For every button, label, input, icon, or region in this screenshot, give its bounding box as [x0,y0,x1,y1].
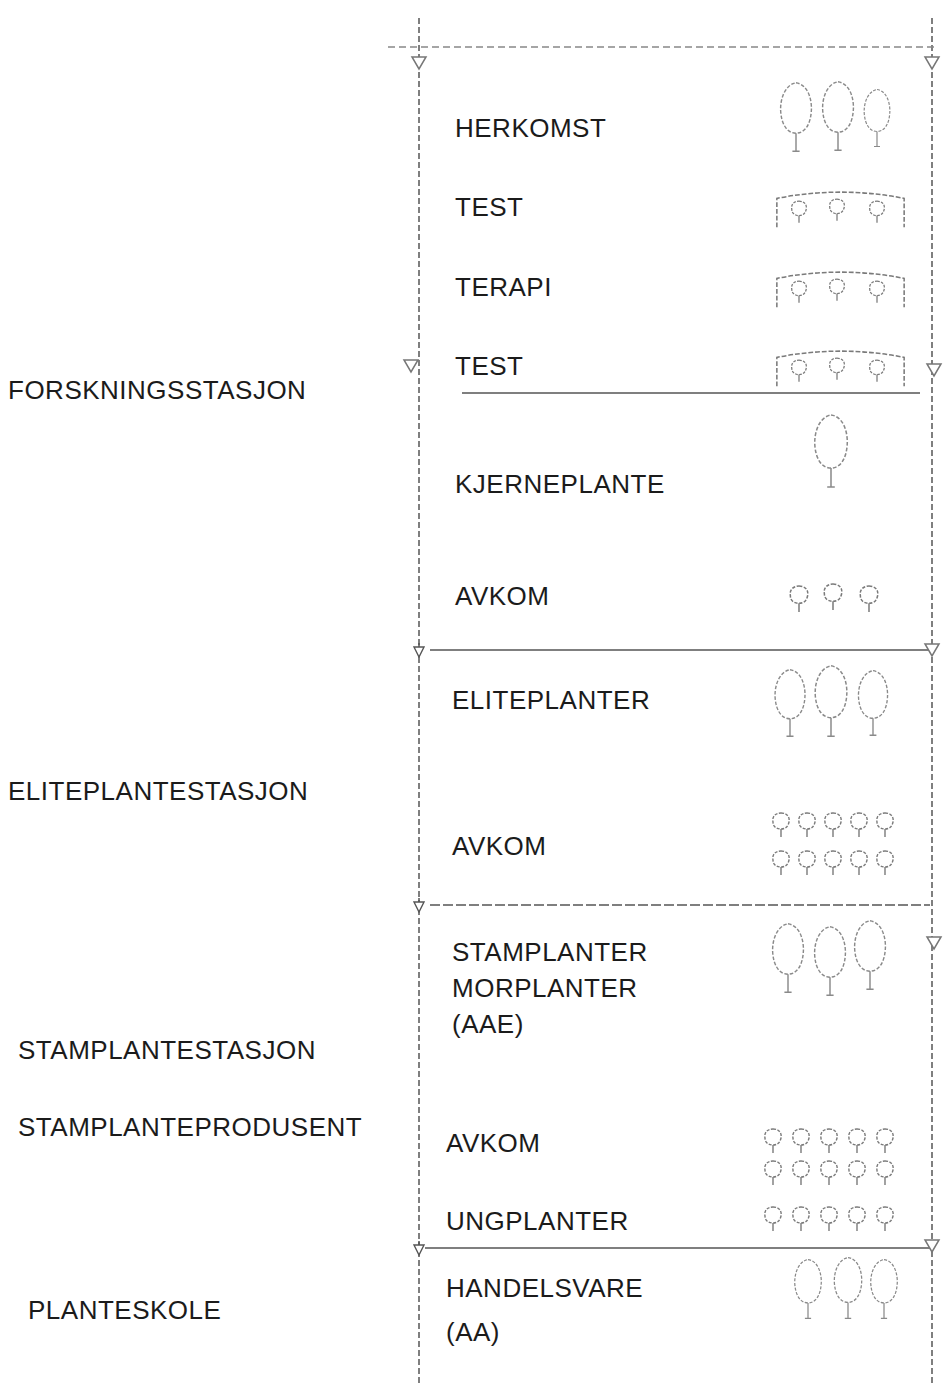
stage-label: STAMPLANTER MORPLANTER (AAE) [452,934,692,1042]
tree-sketch [765,1207,781,1231]
tree-sketch [858,671,887,736]
tree-sketch [815,415,848,487]
station-band: ELITEPLANTESTASJON ELITEPLANTER AVKOM [0,657,940,898]
stage-label: ELITEPLANTER [452,685,650,715]
tree-sketch [792,281,807,303]
flow-arrow [925,1240,939,1252]
station-band: PLANTESKOLE HANDELSVARE (AA) [0,1255,940,1380]
column-line [418,18,420,1383]
greenhouse-sketch [777,272,904,307]
tree-sketch [830,358,845,380]
tree-sketch [821,1207,837,1231]
tree-sketch [793,1161,809,1185]
stage-label: TERAPI [455,272,552,302]
tree-sketch [815,666,847,736]
tree-sketch [781,83,812,151]
tree-sketches [765,82,904,1319]
station-band: FORSKNINGSSTASJON HERKOMST TEST TERAPI TEST K… [0,50,940,643]
tree-sketch [877,813,893,837]
tree-sketch [792,360,807,382]
station-label: PLANTESKOLE [28,1295,221,1325]
tree-sketch [849,1161,865,1185]
tree-sketch [870,281,885,303]
station-label: ELITEPLANTESTASJON [8,776,308,806]
tree-sketch [877,851,893,875]
flow-connector [418,643,420,657]
flow-arrow [925,57,939,69]
tree-sketch [792,201,807,223]
flow-arrow [412,57,426,69]
tree-sketch [790,586,808,612]
stage-label: AVKOM [455,581,549,611]
tree-sketch [765,1129,781,1153]
divider-line [462,392,920,394]
tree-sketch [864,90,890,147]
stage-label: HERKOMST [455,113,606,143]
tree-sketch [793,1129,809,1153]
flow-arrow [927,364,941,376]
tree-sketch [815,927,846,995]
tree-sketch [834,1258,861,1319]
stage-label: UNGPLANTER [446,1206,629,1236]
flow-connector [418,1241,420,1255]
stage-label: AVKOM [446,1128,540,1158]
tree-sketch [773,924,804,992]
tree-sketch [821,1129,837,1153]
tree-sketch [793,1207,809,1231]
flow-arrows [404,57,941,1252]
flow-arrow [927,937,941,949]
tree-sketch [825,813,841,837]
tree-sketch [799,813,815,837]
divider-line [430,649,930,651]
tree-sketch [795,1260,822,1319]
stage-label: TEST [455,351,523,381]
stage-label: HANDELSVARE (AA) [446,1266,686,1354]
tree-sketch [773,851,789,875]
tree-sketch [870,360,885,382]
greenhouse-sketch [777,351,904,386]
frame-lines [388,18,936,1383]
stage-label: AVKOM [452,831,546,861]
tree-sketch [799,851,815,875]
greenhouse-sketch [777,192,904,227]
top-line [388,46,936,48]
tree-sketch [765,1161,781,1185]
tree-sketch [825,851,841,875]
tree-sketch [821,1161,837,1185]
stage-label: TEST [455,192,523,222]
tree-sketch [849,1129,865,1153]
tree-sketch [877,1161,893,1185]
flow-arrow [404,360,418,372]
tree-sketch [851,851,867,875]
tree-sketch [870,201,885,223]
station-label: FORSKNINGSSTASJON [8,375,306,405]
column-line [931,18,933,1383]
divider-line [425,1247,930,1249]
station-band: STAMPLANTESTASJON STAMPLANTEPRODUSENT STAM… [0,912,940,1241]
station-label: STAMPLANTEPRODUSENT [18,1112,362,1142]
divider-line [430,904,930,906]
tree-sketch [855,921,886,989]
tree-sketch [871,1260,898,1319]
tree-sketch [877,1207,893,1231]
tree-sketch [851,813,867,837]
tree-sketch [877,1129,893,1153]
flow-arrow [925,644,939,656]
tree-sketch [823,82,854,150]
station-label: STAMPLANTESTASJON [18,1035,316,1065]
tree-sketch [824,584,842,610]
tree-sketch [773,813,789,837]
tree-sketch [775,670,805,737]
flow-connector [418,898,420,912]
tree-sketch [830,279,845,301]
stage-label: KJERNEPLANTE [455,469,665,499]
tree-sketch [849,1207,865,1231]
tree-sketch [830,199,845,221]
tree-sketch [860,586,878,612]
